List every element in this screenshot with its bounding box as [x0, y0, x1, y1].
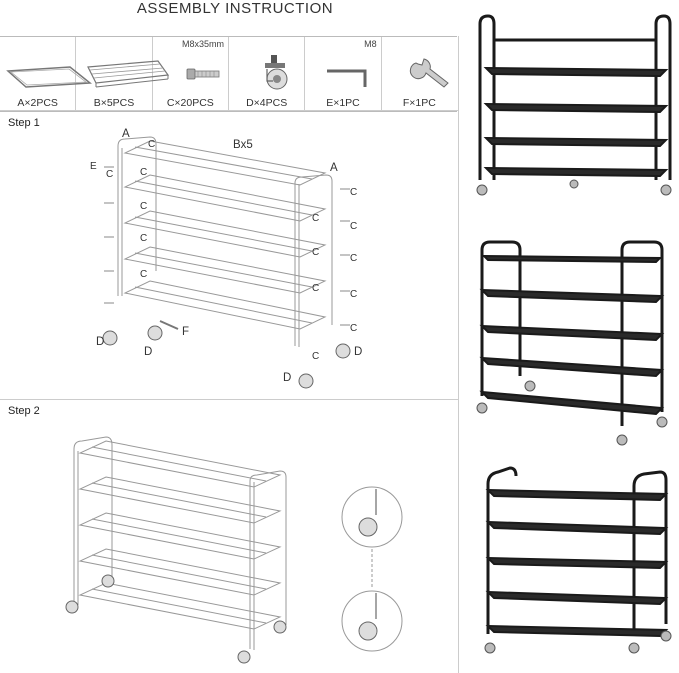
- parts-list: A×2PCS B×5PCS M8x35mm C×20PCS: [0, 36, 457, 112]
- callout-d: D: [354, 346, 362, 358]
- part-b: B×5PCS: [76, 37, 170, 111]
- part-c: M8x35mm C×20PCS: [153, 37, 229, 111]
- callout-a-left: A: [122, 128, 130, 140]
- part-e: M8 E×1PC: [305, 37, 382, 111]
- callout-c: C: [350, 289, 357, 300]
- part-a: A×2PCS: [0, 37, 92, 111]
- step-2-label: Step 2: [8, 405, 40, 417]
- callout-b: Bx5: [233, 139, 253, 151]
- callout-c: C: [140, 233, 147, 244]
- wrench-icon: [409, 58, 449, 88]
- callout-c: C: [312, 283, 319, 294]
- callout-c: C: [312, 247, 319, 258]
- callout-c: C: [140, 201, 147, 212]
- callout-c: C: [350, 323, 357, 334]
- callout-d: D: [283, 372, 291, 384]
- screw-icon: [186, 68, 220, 80]
- callout-a-right: A: [330, 162, 338, 174]
- part-label: F×1PC: [402, 97, 436, 109]
- page-title: ASSEMBLY INSTRUCTION: [136, 0, 334, 17]
- callout-c: C: [140, 167, 147, 178]
- product-photo-angle: [470, 236, 676, 448]
- callout-c: C: [350, 253, 357, 264]
- part-label: D×4PCS: [246, 97, 288, 109]
- part-spec: M8x35mm: [181, 39, 224, 49]
- part-label: B×5PCS: [93, 97, 135, 109]
- part-label: A×2PCS: [17, 97, 58, 109]
- step-2-panel: Step 2: [0, 399, 458, 673]
- hex-key-icon: [327, 69, 367, 87]
- callout-d: D: [96, 336, 104, 348]
- step-2-diagram: [65, 436, 403, 664]
- callout-c: C: [140, 269, 147, 280]
- frame-icon: [6, 66, 92, 88]
- part-label: E×1PC: [326, 97, 360, 109]
- product-photo-side: [470, 464, 676, 664]
- callout-c: C: [106, 169, 113, 180]
- divider: [458, 36, 459, 673]
- part-f: F×1PC: [382, 37, 457, 111]
- callout-d: D: [144, 346, 152, 358]
- shelf-icon: [87, 60, 170, 88]
- caster-wheel-icon: [264, 55, 288, 90]
- callout-f: F: [182, 326, 189, 338]
- part-spec: M8: [364, 39, 377, 49]
- callout-c: C: [312, 213, 319, 224]
- callout-e: E: [90, 161, 97, 172]
- step-1-diagram: A Bx5 A C C C C C C C C C C C C C C C E …: [90, 128, 362, 389]
- product-photo-front: [470, 10, 676, 200]
- step-1-panel: Step 1: [0, 110, 458, 400]
- part-label: C×20PCS: [166, 97, 214, 109]
- callout-c: C: [350, 221, 357, 232]
- part-d: D×4PCS: [229, 37, 306, 111]
- callout-c: C: [312, 351, 319, 362]
- step-1-label: Step 1: [8, 117, 40, 129]
- callout-c: C: [148, 139, 155, 150]
- callout-c: C: [350, 187, 357, 198]
